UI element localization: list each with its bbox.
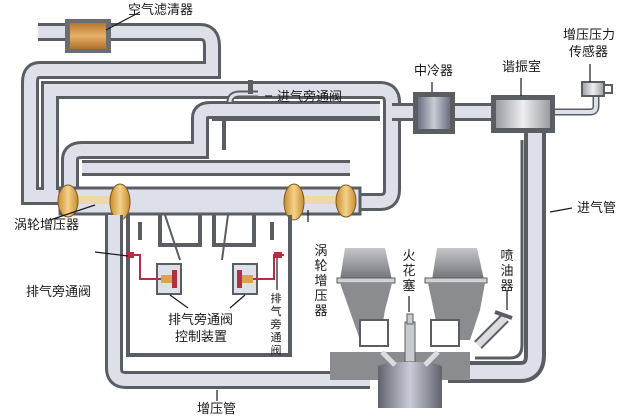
- intake-manifold-pipe: [448, 133, 546, 383]
- label-wastegate-right: 排气旁通阀: [270, 292, 282, 357]
- label-wastegate-left: 排气旁通阀: [26, 285, 92, 300]
- label-wastegate-control-line1: 排气旁通阀: [168, 313, 234, 328]
- intake-pipe-from-filter: [38, 23, 221, 66]
- label-boost-sensor-line1: 增压压力: [563, 28, 616, 43]
- air-filter: [65, 19, 111, 53]
- label-boost-sensor-line2: 传感器: [569, 45, 609, 60]
- turbocharger-right-compressor: [335, 184, 357, 218]
- exhaust-manifold: [126, 214, 292, 261]
- label-intake-bypass-valve: 进气旁通阀: [277, 90, 343, 105]
- pipe-to-sensor: [555, 96, 600, 116]
- boost-pressure-sensor: [581, 81, 613, 97]
- turbo-system-diagram: [21, 11, 613, 408]
- label-turbocharger-right: 涡轮增压器: [314, 244, 328, 319]
- fuel-injector: [474, 310, 513, 349]
- spark-plug: [404, 313, 416, 363]
- label-intake-pipe: 进气管: [577, 201, 617, 216]
- turbocharger-left-turbine: [109, 183, 131, 221]
- label-injector: 喷油器: [500, 249, 514, 294]
- intake-bypass-valve: [226, 80, 258, 103]
- engine-cylinder-head: [330, 248, 488, 380]
- label-intercooler: 中冷器: [414, 64, 454, 79]
- label-spark-plug: 火花塞: [402, 249, 416, 294]
- boost-pipe-lower: [105, 215, 370, 389]
- label-turbocharger-left: 涡轮增压器: [14, 218, 80, 233]
- intercooler: [413, 92, 455, 134]
- valves: [380, 350, 440, 367]
- resonator: [491, 95, 555, 133]
- leader-lines: [49, 11, 591, 401]
- label-resonator: 谐振室: [502, 60, 542, 75]
- turbocharger-right-turbine: [283, 183, 305, 221]
- boost-pipe-inner: [61, 101, 380, 190]
- piston: [378, 362, 442, 408]
- wastegate-control-left: [126, 252, 182, 295]
- wastegate-control-right: [232, 252, 284, 295]
- label-air-filter: 空气滤清器: [128, 3, 194, 18]
- label-wastegate-control-line2: 控制装置: [175, 330, 228, 345]
- label-boost-pipe: 增压管: [197, 402, 237, 417]
- compressor-loop-outer: [21, 60, 221, 205]
- turbo-shaft-row: [58, 186, 362, 216]
- turbocharger-left-compressor: [57, 184, 79, 218]
